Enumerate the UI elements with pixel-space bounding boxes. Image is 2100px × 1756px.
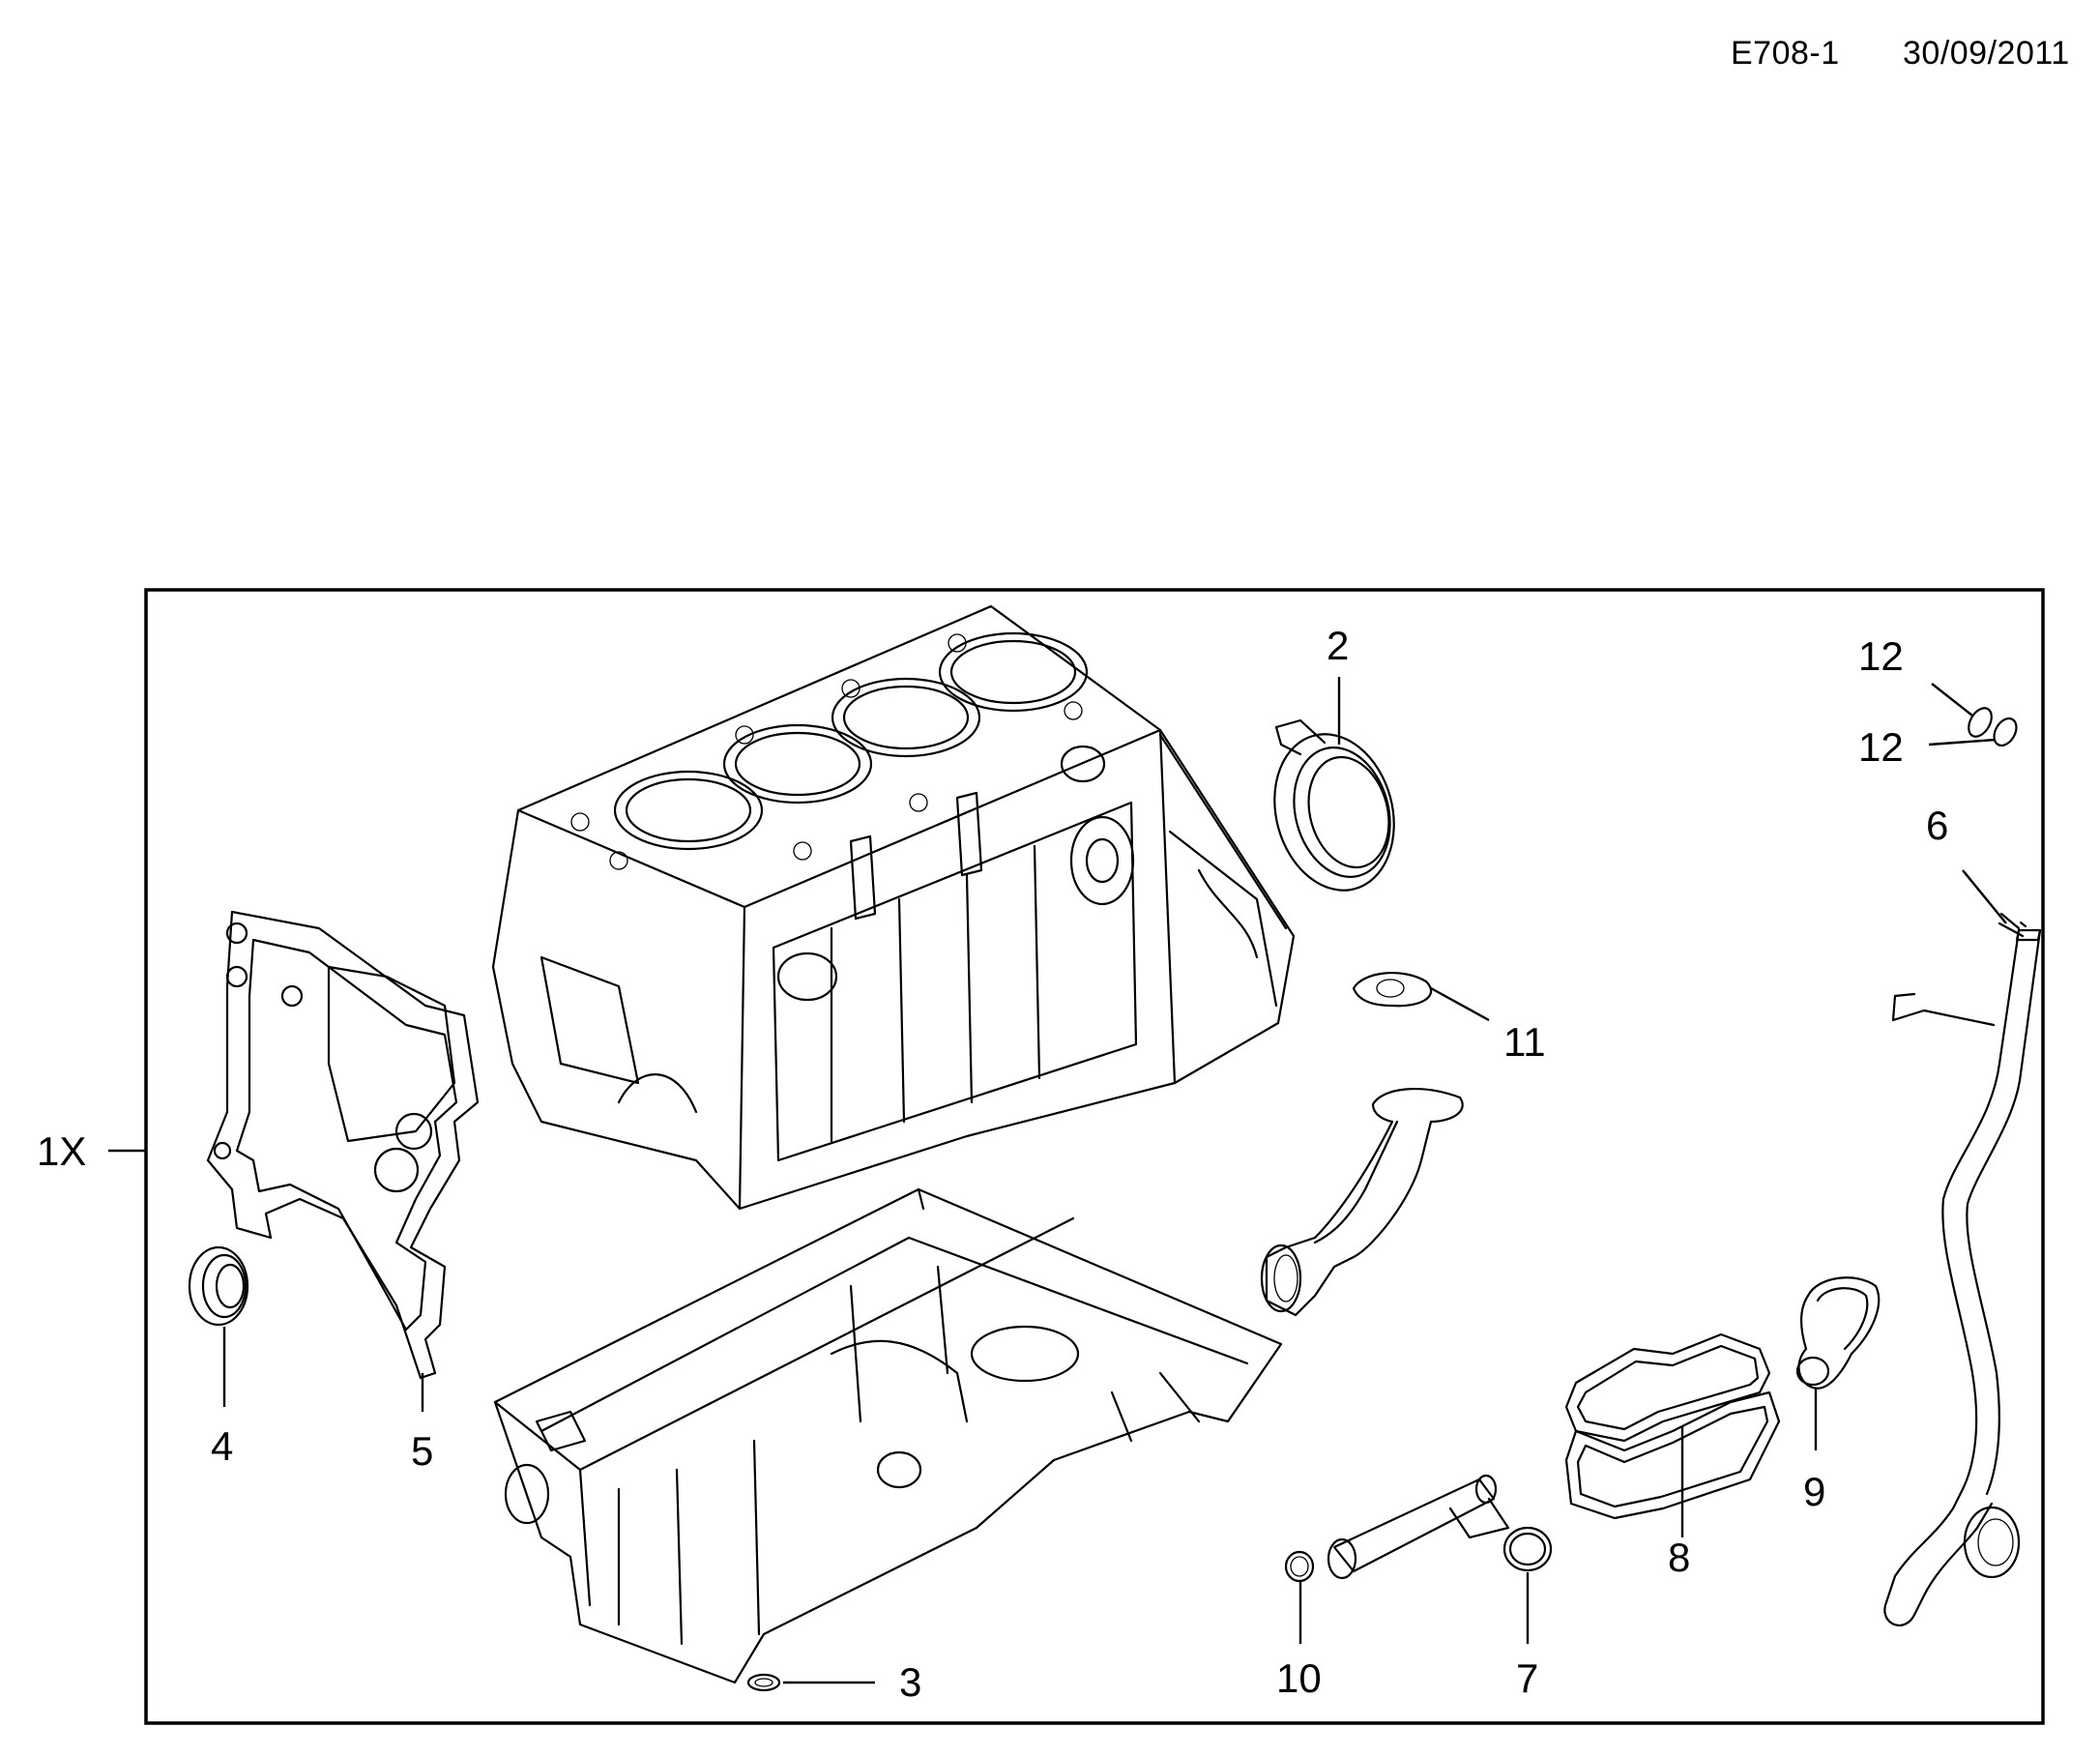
dipstick-tube [1883,912,2042,1626]
rear-crankshaft-seal [1273,718,1395,892]
callout-12a: 12 [1858,633,1904,679]
callout-5: 5 [411,1428,433,1474]
callout-6: 6 [1926,803,1948,848]
callout-1x: 1X [37,1128,86,1174]
oil-cooler-gasket [1564,1332,1781,1520]
o-rings [1968,707,2018,747]
oil-pipe-gasket [1352,971,1433,1008]
callout-8: 8 [1668,1535,1690,1580]
callout-11: 11 [1503,1019,1546,1065]
oil-pipe-connector [1327,1474,1510,1580]
dipstick-clip [1998,922,2025,938]
callout-2: 2 [1327,623,1349,668]
callout-9: 9 [1803,1469,1825,1514]
callout-4: 4 [211,1423,233,1469]
front-crankshaft-seal [188,1245,249,1327]
diagram-date: 30/09/2011 [1903,35,2070,72]
engine-block [491,604,1296,1211]
oil-suction-pipe [1260,1088,1464,1317]
o-ring-10 [1284,1550,1315,1583]
callout-3: 3 [899,1659,921,1705]
diagram-frame [144,588,2045,1725]
oil-pan [493,1187,1283,1684]
o-ring-7 [1502,1526,1553,1572]
diagram-code: E708-1 [1731,35,1840,72]
oil-filter-housing-gasket [1795,1276,1881,1390]
callout-7: 7 [1516,1655,1538,1701]
drain-plug-washer [746,1673,781,1692]
callout-12b: 12 [1858,724,1904,770]
front-cover-gasket [206,910,480,1380]
callout-10: 10 [1276,1655,1322,1701]
